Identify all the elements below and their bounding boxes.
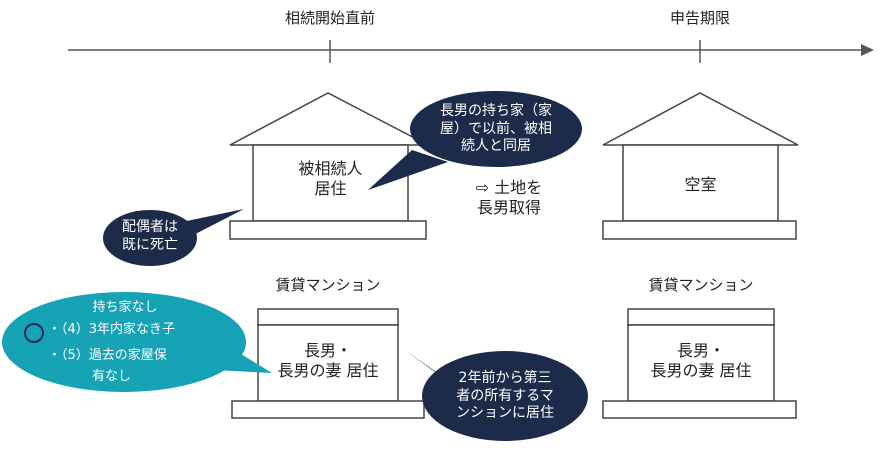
rental-callout-line1: 2年前から第三 <box>458 370 552 386</box>
condition-item-1: ・（4）3年内家なき子 <box>48 322 176 337</box>
left-house-roof <box>229 92 429 146</box>
left-mansion-top <box>257 308 399 326</box>
left-mansion-body <box>257 324 399 402</box>
spouse-callout-line2: 既に死亡 <box>122 236 178 253</box>
condition-callout-shape <box>2 292 272 392</box>
right-mansion-base <box>602 400 797 419</box>
rental-callout-shape <box>405 350 588 441</box>
condition-check-circle <box>24 323 44 343</box>
left-house-base <box>229 220 427 240</box>
son-home-callout-line3: 続人と同居 <box>461 138 531 154</box>
middle-note-line1: ⇨ 土地を <box>475 178 543 197</box>
timeline-arrowhead <box>861 44 874 56</box>
right-mansion-label-line2: 長男の妻 居住 <box>650 361 752 380</box>
left-house-label: 被相続人 居住 <box>253 159 408 199</box>
right-house-wall <box>622 144 779 222</box>
left-mansion-label: 長男・ 長男の妻 居住 <box>258 341 398 381</box>
condition-item-2-cont: 有なし <box>92 369 132 384</box>
son-home-callout-shape <box>368 91 582 190</box>
son-home-callout-line2: 屋）で以前、被相 <box>440 120 552 137</box>
son-home-callout: 長男の持ち家（家 屋）で以前、被相 続人と同居 <box>420 103 572 156</box>
right-house-label: 空室 <box>684 175 717 194</box>
middle-note: ⇨ 土地を 長男取得 <box>454 178 564 218</box>
son-home-callout-line1: 長男の持ち家（家 <box>440 103 552 119</box>
right-mansion-label: 長男・ 長男の妻 居住 <box>628 341 774 381</box>
condition-title: 持ち家なし <box>92 300 158 315</box>
rental-callout-line2: 者の所有するマ <box>456 387 554 404</box>
right-mansion-body <box>627 324 775 402</box>
left-mansion-label-line1: 長男・ <box>303 341 352 360</box>
left-mansion-base <box>231 400 425 419</box>
spouse-callout: 配偶者は 既に死亡 <box>105 219 195 254</box>
left-house-label-line1: 被相続人 <box>298 159 363 178</box>
condition-item-2: ・（5）過去の家屋保 <box>48 348 167 363</box>
right-mansion-label-line1: 長男・ <box>676 341 725 360</box>
right-mansion-title: 賃貸マンション <box>648 276 754 294</box>
right-mansion-top <box>627 308 775 326</box>
middle-note-line2: 長男取得 <box>476 198 541 217</box>
spouse-callout-shape <box>103 209 244 266</box>
rental-callout-line3: ンションに居住 <box>456 405 554 421</box>
right-house-roof <box>602 92 799 146</box>
left-house-label-line2: 居住 <box>314 179 347 198</box>
timeline-label-end: 申告期限 <box>669 9 730 27</box>
right-house-base <box>602 220 797 240</box>
spouse-callout-line1: 配偶者は <box>122 219 178 235</box>
left-mansion-title: 賃貸マンション <box>275 276 381 294</box>
rental-callout: 2年前から第三 者の所有するマ ンションに居住 <box>430 370 580 423</box>
left-mansion-label-line2: 長男の妻 居住 <box>277 361 379 380</box>
timeline-label-start: 相続開始直前 <box>284 9 375 27</box>
